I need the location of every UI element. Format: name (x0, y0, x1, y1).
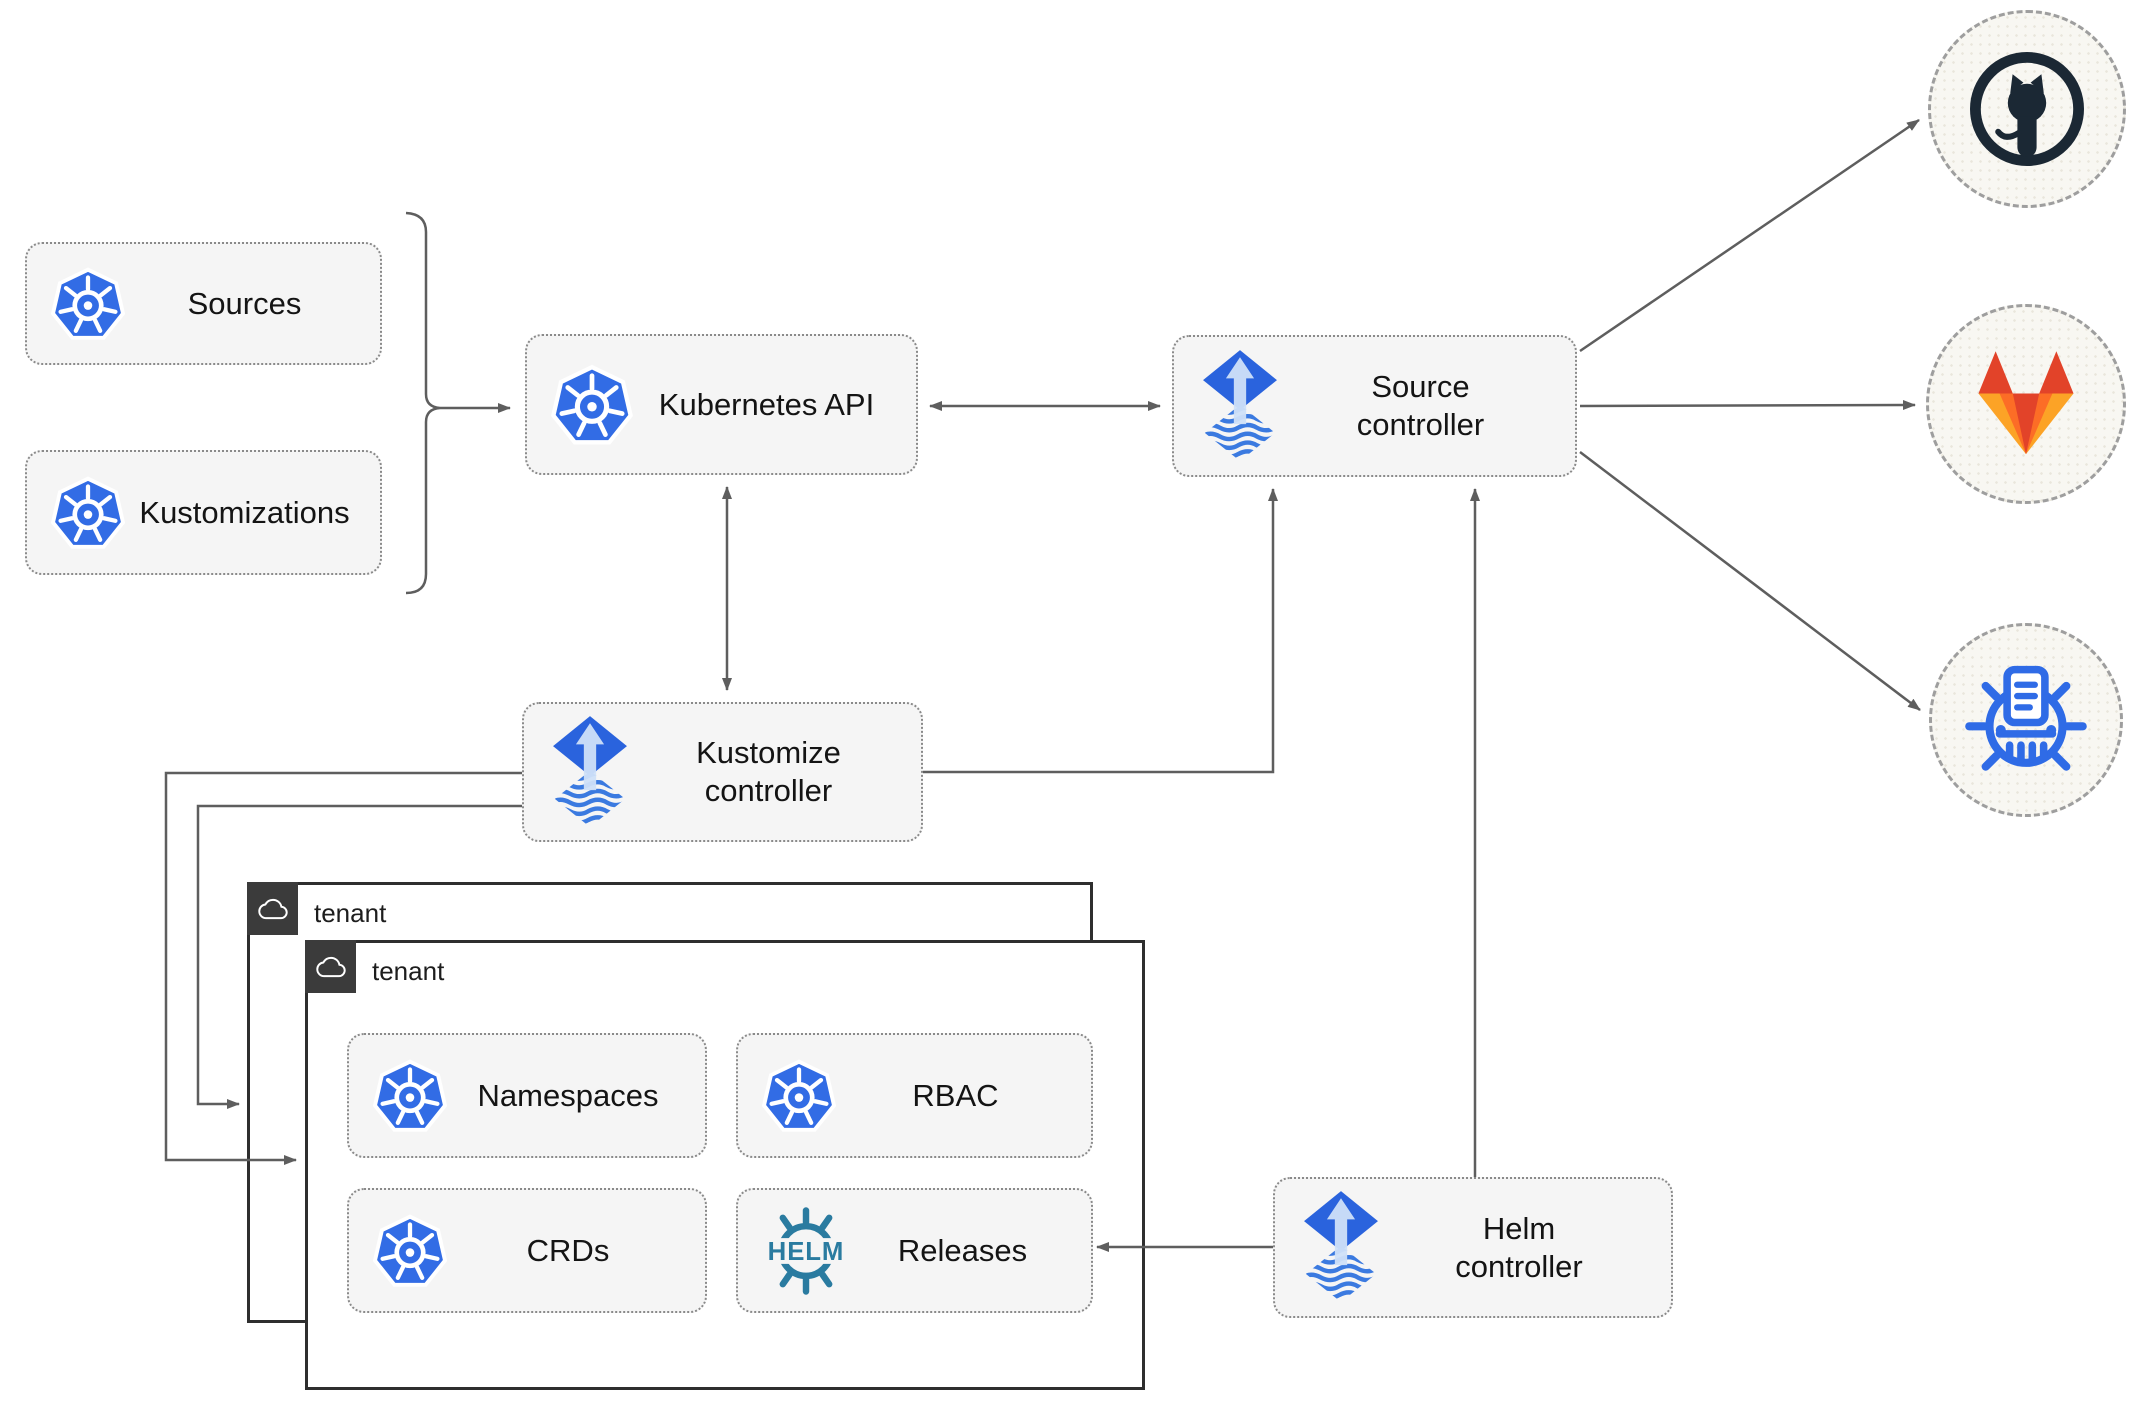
helm-repository-endpoint (1929, 623, 2123, 817)
kustomizations-node: Kustomizations (25, 450, 382, 575)
source-gitlab-arrow (1579, 400, 1916, 411)
tenant-label: tenant (314, 898, 387, 928)
kubernetes-icon (371, 1212, 449, 1290)
namespaces-node: Namespaces (347, 1033, 707, 1158)
cloud-icon (315, 951, 347, 983)
helm-controller-label: Helm controller (1455, 1210, 1583, 1284)
kubernetes-api-node: Kubernetes API (525, 334, 918, 475)
rbac-label: RBAC (912, 1077, 999, 1113)
rbac-node: RBAC (736, 1033, 1093, 1158)
cloud-icon (257, 893, 289, 925)
tenant-container-inner: tenant (305, 940, 1145, 1390)
kustomizations-label: Kustomizations (139, 494, 350, 530)
tenant-label: tenant (372, 956, 445, 986)
releases-node: HELM Releases (736, 1188, 1093, 1313)
source-registry-arrow (1579, 451, 1921, 711)
kubernetes-icon (371, 1057, 449, 1135)
flux-icon (1297, 1191, 1385, 1304)
sources-node: Sources (25, 242, 382, 365)
helm-controller-node: Helm controller (1273, 1177, 1673, 1318)
kubernetes-icon (760, 1057, 838, 1135)
crds-node: CRDs (347, 1188, 707, 1313)
flux-icon (1196, 349, 1284, 463)
kubernetes-icon (549, 362, 635, 448)
kustomize-source-arrow (923, 488, 1278, 774)
kubernetes-icon (49, 474, 127, 552)
source-github-arrow (1579, 118, 1920, 353)
namespaces-label: Namespaces (477, 1077, 659, 1113)
kustomize-controller-label: Kustomize controller (696, 735, 841, 808)
kubernetes-api-label: Kubernetes API (658, 386, 875, 422)
helm-icon: HELM (760, 1205, 852, 1297)
github-icon (1967, 49, 2087, 169)
github-endpoint (1928, 10, 2126, 208)
gitlab-icon (1960, 338, 2092, 470)
brace-connector (405, 211, 441, 595)
releases-label: Releases (897, 1232, 1028, 1268)
crds-label: CRDs (526, 1232, 610, 1268)
gitlab-endpoint (1926, 304, 2126, 504)
helm-logo-text: HELM (768, 1238, 845, 1266)
kustomize-controller-node: Kustomize controller (522, 702, 923, 842)
tenant-tab (247, 882, 298, 935)
source-controller-label: Source controller (1356, 369, 1485, 442)
tenant-tab (305, 940, 356, 993)
kubernetes-icon (49, 265, 127, 343)
source-controller-node: Source controller (1172, 335, 1577, 477)
flux-icon (546, 715, 634, 829)
helm-repository-icon (1963, 657, 2089, 783)
sources-label: Sources (187, 285, 302, 321)
